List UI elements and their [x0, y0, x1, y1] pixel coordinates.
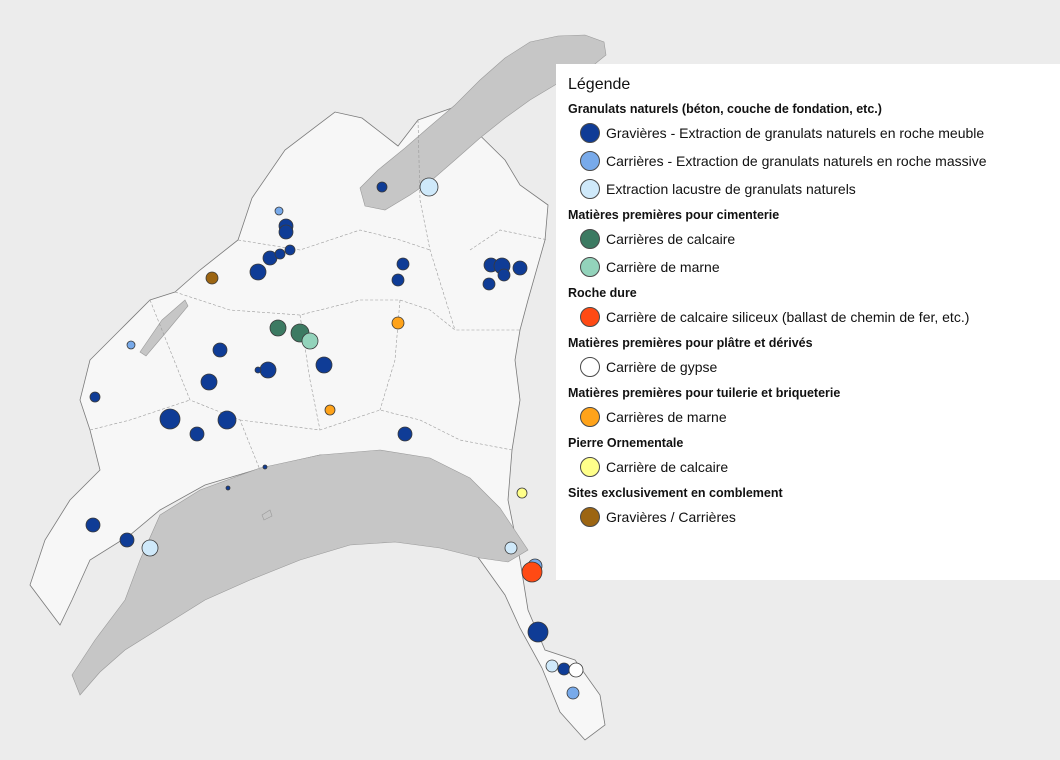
extraction-site-marker[interactable]	[212, 342, 228, 358]
legend-item-carrieres-marne-tuilerie: Carrières de marne	[580, 403, 1060, 431]
legend-item-gravieres-carrieres: Gravières / Carrières	[580, 503, 1060, 531]
circle-swatch-icon	[580, 229, 600, 249]
extraction-site-marker[interactable]	[527, 621, 549, 643]
circle-swatch-icon	[580, 123, 600, 143]
extraction-site-marker[interactable]	[545, 659, 559, 673]
extraction-site-marker[interactable]	[225, 485, 231, 491]
circle-swatch-icon	[580, 307, 600, 327]
legend-item-label: Gravières / Carrières	[606, 509, 736, 525]
small-lake-bret	[261, 509, 273, 521]
legend-item-carrieres-calcaire: Carrières de calcaire	[580, 225, 1060, 253]
extraction-site-marker[interactable]	[568, 662, 584, 678]
legend-item-label: Carrière de calcaire siliceux (ballast d…	[606, 309, 970, 325]
extraction-site-marker[interactable]	[269, 319, 287, 337]
legend-item-carriere-marne: Carrière de marne	[580, 253, 1060, 281]
extraction-site-marker[interactable]	[278, 224, 294, 240]
legend-item-carriere-calcaire-ornementale: Carrière de calcaire	[580, 453, 1060, 481]
lake-geneva	[71, 449, 529, 696]
extraction-site-marker[interactable]	[284, 244, 296, 256]
legend-category-comblement: Sites exclusivement en comblement	[568, 486, 783, 500]
legend-category-platre: Matières premières pour plâtre et dérivé…	[568, 336, 813, 350]
extraction-site-marker[interactable]	[566, 686, 580, 700]
extraction-site-marker[interactable]	[85, 517, 101, 533]
extraction-site-marker[interactable]	[504, 541, 518, 555]
extraction-site-marker[interactable]	[315, 356, 333, 374]
circle-swatch-icon	[580, 151, 600, 171]
legend-item-label: Carrière de calcaire	[606, 459, 729, 475]
legend: Légende Granulats naturels (béton, couch…	[556, 64, 1060, 580]
extraction-site-marker[interactable]	[516, 487, 528, 499]
extraction-site-marker[interactable]	[254, 366, 262, 374]
extraction-site-marker[interactable]	[391, 316, 405, 330]
legend-item-label: Gravières - Extraction de granulats natu…	[606, 125, 985, 141]
legend-category-cimenterie: Matières premières pour cimenterie	[568, 208, 780, 222]
extraction-site-marker[interactable]	[376, 181, 388, 193]
extraction-site-marker[interactable]	[497, 268, 511, 282]
legend-item-label: Carrière de marne	[606, 259, 720, 275]
extraction-site-marker[interactable]	[391, 273, 405, 287]
extraction-site-marker[interactable]	[126, 340, 136, 350]
extraction-site-marker[interactable]	[274, 248, 286, 260]
circle-swatch-icon	[580, 457, 600, 477]
extraction-site-marker[interactable]	[262, 464, 268, 470]
extraction-site-marker[interactable]	[119, 532, 135, 548]
small-lake-joux	[139, 299, 189, 357]
extraction-site-marker[interactable]	[205, 271, 219, 285]
circle-swatch-icon	[580, 257, 600, 277]
circle-swatch-icon	[580, 357, 600, 377]
legend-item-label: Carrières de marne	[606, 409, 727, 425]
extraction-sites	[85, 177, 584, 700]
extraction-site-marker[interactable]	[396, 257, 410, 271]
legend-category-roche-dure: Roche dure	[568, 286, 637, 300]
extraction-site-marker[interactable]	[419, 177, 439, 197]
legend-item-label: Carrière de gypse	[606, 359, 718, 375]
extraction-site-marker[interactable]	[482, 277, 496, 291]
extraction-site-marker[interactable]	[324, 404, 336, 416]
canton-area	[29, 107, 606, 741]
legend-item-label: Carrières - Extraction de granulats natu…	[606, 153, 987, 169]
extraction-site-marker[interactable]	[159, 408, 181, 430]
extraction-site-marker[interactable]	[259, 361, 277, 379]
legend-item-label: Extraction lacustre de granulats naturel…	[606, 181, 856, 197]
legend-category-tuilerie: Matières premières pour tuilerie et briq…	[568, 386, 841, 400]
extraction-site-marker[interactable]	[141, 539, 159, 557]
legend-item-carrieres-roche-massive: Carrières - Extraction de granulats natu…	[580, 147, 1060, 175]
extraction-site-marker[interactable]	[512, 260, 528, 276]
legend-item-calcaire-siliceux: Carrière de calcaire siliceux (ballast d…	[580, 303, 1060, 331]
extraction-site-marker[interactable]	[521, 561, 543, 583]
legend-item-gravieres: Gravières - Extraction de granulats natu…	[580, 119, 1060, 147]
legend-title: Légende	[568, 76, 631, 93]
legend-category-granulats: Granulats naturels (béton, couche de fon…	[568, 102, 882, 116]
extraction-site-marker[interactable]	[200, 373, 218, 391]
circle-swatch-icon	[580, 407, 600, 427]
extraction-site-marker[interactable]	[274, 206, 284, 216]
legend-item-carriere-gypse: Carrière de gypse	[580, 353, 1060, 381]
circle-swatch-icon	[580, 507, 600, 527]
extraction-site-marker[interactable]	[189, 426, 205, 442]
legend-item-label: Carrières de calcaire	[606, 231, 736, 247]
extraction-site-marker[interactable]	[301, 332, 319, 350]
circle-swatch-icon	[580, 179, 600, 199]
extraction-site-marker[interactable]	[557, 662, 571, 676]
legend-category-pierre-ornementale: Pierre Ornementale	[568, 436, 684, 450]
extraction-site-marker[interactable]	[397, 426, 413, 442]
legend-item-extraction-lacustre: Extraction lacustre de granulats naturel…	[580, 175, 1060, 203]
extraction-site-marker[interactable]	[89, 391, 101, 403]
extraction-site-marker[interactable]	[249, 263, 267, 281]
extraction-site-marker[interactable]	[217, 410, 237, 430]
